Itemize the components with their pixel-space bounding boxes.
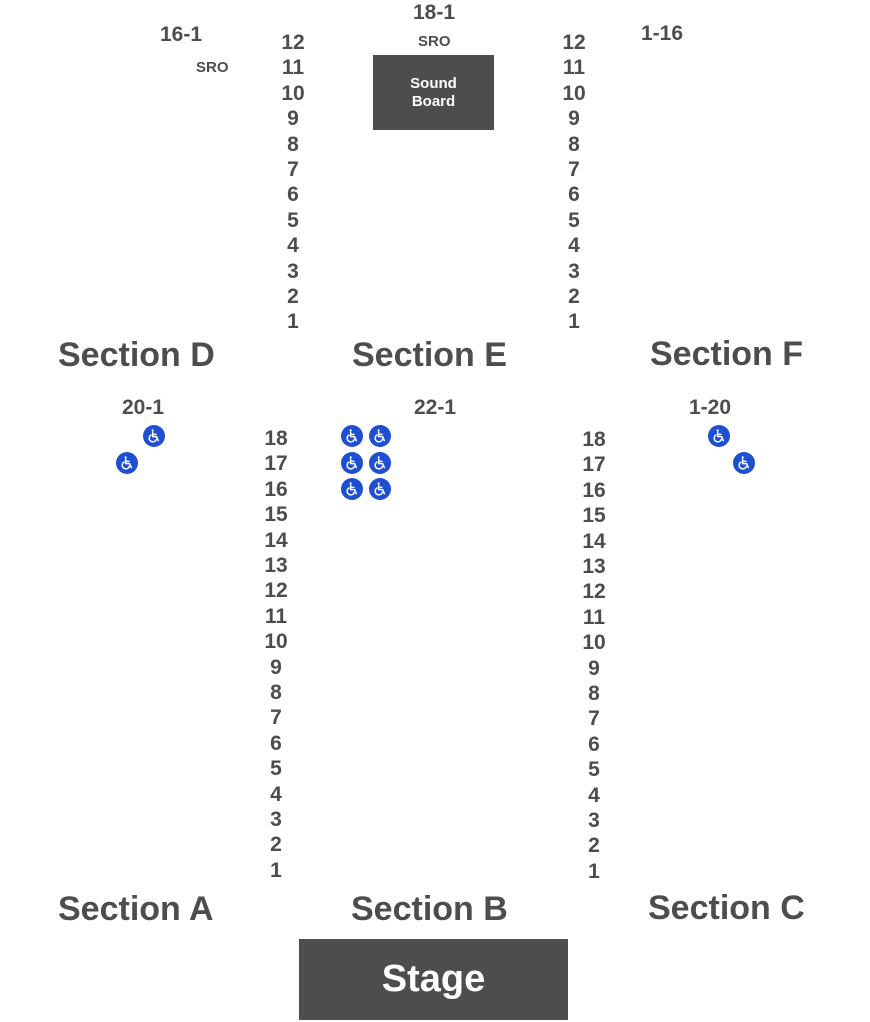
section-a-b-aisle-row-18: 18 (264, 427, 288, 450)
section-d-e-aisle-row-7: 7 (287, 158, 299, 181)
section-b-c-aisle-row-8: 8 (588, 682, 600, 705)
section-e-f-aisle-row-8: 8 (568, 132, 580, 156)
section-a-seat-range: 20-1 (122, 396, 165, 419)
section-b-c-aisle-row-11: 11 (582, 605, 606, 629)
section-b-c-aisle-row-3: 3 (588, 809, 600, 832)
section-f-seat-range: 1-16 (641, 22, 684, 45)
section-a-b-aisle-row-17: 17 (264, 452, 288, 476)
section-a-b-aisle-row-13: 13 (264, 554, 288, 577)
section-b-c-aisle-row-17: 17 (582, 453, 606, 477)
section-d-sro-label: SRO (196, 59, 229, 76)
sound-board-label-line2: Board (411, 92, 456, 110)
section-e-f-aisle-row-4: 4 (568, 234, 580, 258)
section-b-c-aisle-row-9: 9 (588, 656, 600, 680)
section-b-c-aisle-row-15: 15 (582, 504, 606, 528)
section-a-b-aisle-row-3: 3 (270, 808, 282, 831)
section-b-c-aisle-row-13: 13 (582, 555, 606, 578)
section-e-f-aisle-row-12: 12 (562, 31, 586, 54)
section-a-b-aisle-row-2: 2 (270, 833, 282, 857)
section-d-e-aisle-row-9: 9 (287, 107, 299, 131)
section-d-e-aisle-row-12: 12 (281, 31, 305, 54)
section-e-f-aisle-row-2: 2 (568, 285, 580, 308)
section-d-e-aisle-row-3: 3 (287, 259, 299, 283)
section-b-c-aisle-row-10: 10 (582, 631, 606, 655)
section-b-c-aisle-row-1: 1 (588, 859, 600, 883)
section-d-e-aisle-row-6: 6 (287, 183, 299, 207)
section-e-f-aisle-row-7: 7 (568, 158, 580, 181)
section-e-f-aisle-row-10: 10 (562, 81, 586, 105)
section-a-b-aisle-row-10: 10 (264, 630, 288, 654)
sound-board-label-line1: Sound (410, 74, 457, 92)
wheelchair-icon (341, 452, 363, 474)
section-b-c-aisle-row-7: 7 (588, 707, 600, 731)
section-d-e-aisle-row-11: 11 (281, 56, 305, 80)
section-d-seat-range: 16-1 (160, 23, 203, 46)
section-b-seat-range: 22-1 (414, 396, 457, 419)
section-e-seat-range: 18-1 (413, 1, 456, 24)
section-d-title: Section D (58, 336, 215, 374)
section-a-b-aisle-row-4: 4 (270, 782, 282, 806)
section-d-e-aisle-row-5: 5 (287, 208, 299, 232)
section-d-e-aisle-row-1: 1 (287, 310, 299, 334)
section-e-f-aisle-row-5: 5 (568, 208, 580, 232)
section-b-c-aisle-row-12: 12 (582, 580, 606, 604)
section-a-title: Section A (58, 890, 214, 928)
stage-label: Stage (381, 958, 486, 1000)
section-b-c-aisle-row-16: 16 (582, 478, 606, 502)
wheelchair-icon (143, 425, 165, 447)
sound-board: Sound Board (373, 55, 494, 130)
wheelchair-icon (733, 452, 755, 474)
stage: Stage (299, 939, 568, 1020)
section-b-c-aisle-row-14: 14 (582, 529, 606, 553)
section-d-e-aisle-row-10: 10 (281, 81, 305, 105)
section-b-c-aisle-row-18: 18 (582, 428, 606, 451)
section-a-b-aisle-row-12: 12 (264, 579, 288, 603)
section-c-seat-range: 1-20 (689, 396, 732, 419)
section-b-c-aisle-row-4: 4 (588, 783, 600, 807)
section-a-b-aisle-row-11: 11 (264, 604, 288, 628)
wheelchair-icon (116, 452, 138, 474)
section-a-b-aisle-row-15: 15 (264, 503, 288, 527)
section-a-b-aisle-row-9: 9 (270, 655, 282, 679)
section-d-e-aisle-row-4: 4 (287, 234, 299, 258)
section-f-title: Section F (650, 335, 804, 373)
section-e-sro-label: SRO (418, 33, 451, 50)
wheelchair-icon (369, 425, 391, 447)
section-a-b-aisle-row-16: 16 (264, 477, 288, 501)
section-e-f-aisle-row-1: 1 (568, 310, 580, 334)
section-d-e-aisle-row-2: 2 (287, 285, 299, 308)
section-a-b-aisle-row-1: 1 (270, 858, 282, 882)
section-e-f-aisle-row-9: 9 (568, 107, 580, 131)
section-a-b-aisle-row-6: 6 (270, 731, 282, 755)
section-d-e-aisle-row-8: 8 (287, 132, 299, 156)
section-e-f-aisle-row-6: 6 (568, 183, 580, 207)
wheelchair-icon (369, 478, 391, 500)
section-e-title: Section E (352, 336, 507, 374)
section-b-c-aisle-row-6: 6 (588, 732, 600, 756)
wheelchair-icon (708, 425, 730, 447)
section-a-b-aisle-row-5: 5 (270, 757, 282, 781)
section-a-b-aisle-row-14: 14 (264, 528, 288, 552)
section-c-title: Section C (648, 889, 805, 927)
section-a-b-aisle-row-8: 8 (270, 681, 282, 704)
wheelchair-icon (341, 478, 363, 500)
section-e-f-aisle-row-11: 11 (562, 56, 586, 80)
wheelchair-icon (369, 452, 391, 474)
wheelchair-icon (341, 425, 363, 447)
section-b-c-aisle-row-5: 5 (588, 758, 600, 782)
section-b-title: Section B (351, 890, 508, 928)
section-b-c-aisle-row-2: 2 (588, 834, 600, 858)
section-e-f-aisle-row-3: 3 (568, 259, 580, 283)
section-a-b-aisle-row-7: 7 (270, 706, 282, 730)
